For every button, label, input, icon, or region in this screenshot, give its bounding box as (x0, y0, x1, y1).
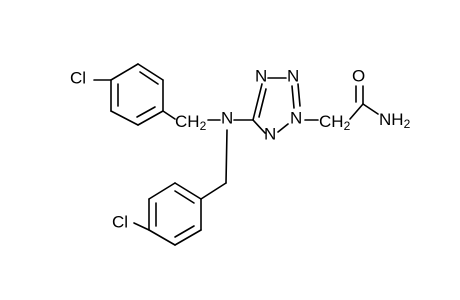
ring1-bond-5 (110, 110, 139, 126)
tetrazole-n-right-n2-double (297, 83, 301, 107)
tetrazole-n-bottom-c5 (252, 119, 266, 134)
atom-tetrazole-n-right: N (287, 67, 299, 86)
ring2-bond-5 (174, 229, 202, 246)
atom-ch2-right-symbol: CH (319, 112, 344, 131)
bond-ring2-cl (133, 222, 150, 231)
bond-ch2-carbonyl-c (349, 103, 364, 120)
lower-chlorophenyl-ring (133, 182, 202, 246)
tetrazole-c5-n-top-double (258, 88, 267, 118)
ring1-bond-2 (137, 63, 164, 81)
atom-amide-nh2-subscript: 2 (404, 117, 411, 131)
atom-ch2-left-subscript: 2 (200, 119, 207, 133)
bond-ring1-ch2 (162, 110, 176, 120)
atom-cl-bottom: Cl (112, 213, 128, 232)
upper-chlorophenyl-ring (93, 63, 176, 126)
bond-lower-ch2-ring2 (200, 182, 227, 200)
ring2-bond-2 (148, 182, 176, 200)
tetrazole-ring (252, 77, 301, 134)
ring1-double-2 (136, 106, 156, 118)
ring2-bond-1 (174, 182, 202, 200)
ring1-double-1 (139, 71, 159, 85)
atom-ch2-right-subscript: 2 (344, 119, 351, 133)
tetrazole-n2-n-bottom (277, 123, 289, 133)
bond-layer (93, 63, 379, 246)
atom-ch2-right: CH2 (319, 112, 351, 134)
atom-amide-nh2-symbol: NH (379, 110, 404, 129)
ring2-bond-4 (148, 229, 176, 246)
atom-ch2-left: CH2 (175, 112, 207, 134)
atom-ch2-left-symbol: CH (175, 112, 200, 131)
atom-tetrazole-n-top: N (255, 67, 267, 86)
ring1-bond-1 (110, 63, 139, 81)
atom-carbonyl-o: O (352, 67, 365, 86)
atom-label-layer: Cl CH2 N N N N N CH2 O NH2 Cl (70, 67, 411, 232)
tetrazole-c5-n-top (252, 83, 263, 121)
ring2-double-1 (174, 190, 195, 204)
atom-tetrazole-n2: N (290, 109, 302, 128)
atom-cl-top: Cl (70, 69, 86, 88)
ring2-double-3 (174, 225, 195, 238)
bond-carbonyl-c-nh2 (362, 103, 379, 115)
ring1-bond-4 (137, 110, 164, 126)
atom-amine-n: N (221, 109, 233, 128)
bond-amine-n-lower-ch2 (225, 129, 228, 184)
atom-amide-nh2: NH2 (379, 110, 411, 132)
tetrazole-n-right-n2 (291, 85, 295, 109)
atom-tetrazole-n-bottom: N (264, 125, 276, 144)
